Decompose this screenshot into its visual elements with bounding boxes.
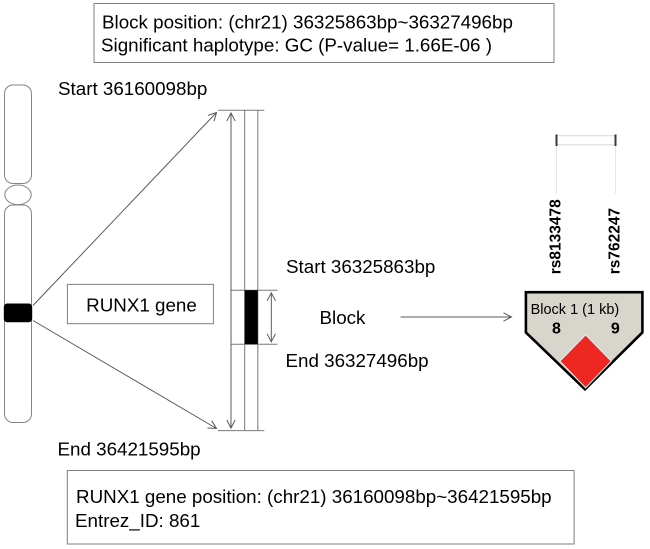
svg-text:RUNX1 gene position: (chr21) 3: RUNX1 gene position: (chr21) 36160098bp~… (76, 486, 552, 507)
svg-text:9: 9 (611, 321, 620, 338)
svg-text:rs762247: rs762247 (606, 208, 623, 274)
svg-text:End 36421595bp: End 36421595bp (58, 438, 201, 459)
svg-text:Start 36325863bp: Start 36325863bp (286, 256, 435, 277)
svg-text:rs8133478: rs8133478 (547, 199, 564, 274)
svg-text:8: 8 (552, 321, 561, 338)
svg-text:Entrez_ID: 861: Entrez_ID: 861 (75, 510, 200, 532)
svg-text:Block: Block (320, 307, 367, 328)
svg-text:End 36327496bp: End 36327496bp (286, 350, 429, 371)
svg-text:Block position: (chr21) 363258: Block position: (chr21) 36325863bp~36327… (102, 12, 513, 33)
svg-text:Start 36160098bp: Start 36160098bp (58, 78, 207, 99)
svg-text:Block 1 (1 kb): Block 1 (1 kb) (531, 302, 620, 318)
svg-text:Significant haplotype: GC (P-v: Significant haplotype: GC (P-value= 1.66… (101, 35, 492, 56)
svg-text:RUNX1 gene: RUNX1 gene (86, 295, 197, 316)
